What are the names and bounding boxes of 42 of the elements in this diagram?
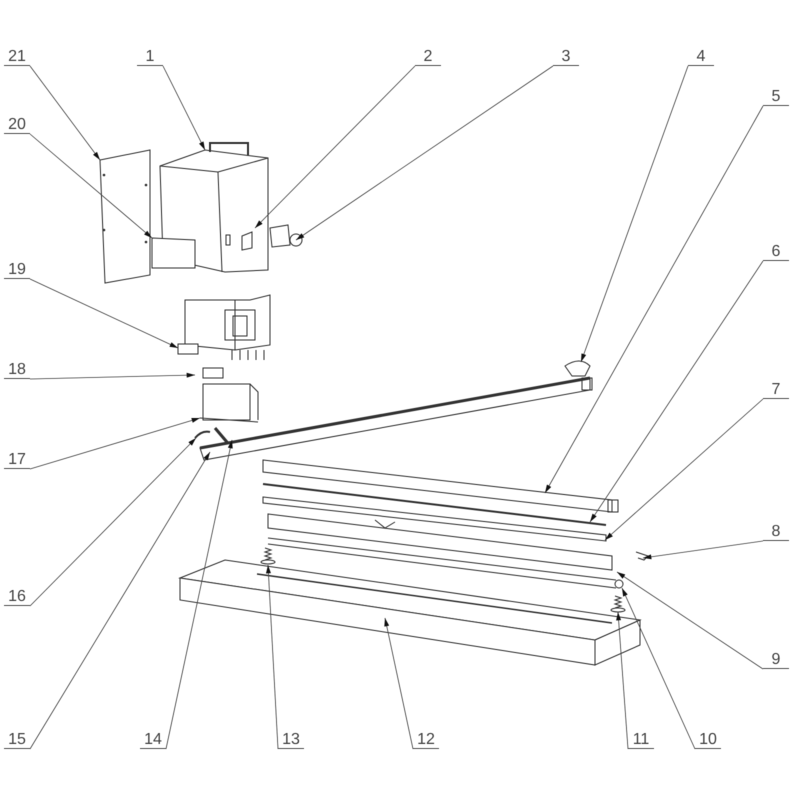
callout-number: 7: [763, 381, 789, 399]
callout-number: 20: [4, 116, 30, 134]
callout-number: 16: [4, 588, 30, 606]
leader-line: [30, 278, 178, 348]
leader-line: [162, 66, 206, 150]
leader-line: [30, 134, 152, 238]
callout-number: 2: [415, 48, 441, 66]
leader-line: [30, 372, 196, 380]
callout-number: 4: [688, 48, 714, 66]
leader-line: [384, 618, 414, 750]
callout-number: 6: [763, 243, 789, 261]
leader-line: [296, 66, 554, 240]
leader-line: [30, 452, 210, 750]
callout-number: 5: [763, 88, 789, 106]
callout-number: 15: [4, 731, 30, 749]
callout-number: 3: [553, 48, 579, 66]
callout-number: 10: [695, 731, 721, 749]
callout-number: 19: [4, 261, 30, 279]
leader-line: [622, 588, 696, 750]
leader-line: [266, 564, 278, 750]
callout-number: 9: [763, 651, 789, 669]
callout-number: 1: [137, 48, 163, 66]
callout-number: 8: [763, 523, 789, 541]
leader-line: [544, 106, 764, 494]
leader-line: [642, 540, 764, 560]
callout-number: 21: [4, 48, 30, 66]
leader-line: [30, 438, 196, 606]
leader-line: [254, 66, 416, 228]
leader-line: [166, 440, 233, 750]
callout-number: 11: [628, 731, 654, 749]
callout-number: 17: [4, 451, 30, 469]
leader-line: [30, 418, 200, 470]
leader-line: [30, 66, 100, 160]
callout-number: 13: [278, 731, 304, 749]
leader-line: [616, 572, 764, 670]
leader-line: [590, 260, 764, 522]
callout-number: 14: [140, 731, 166, 749]
leader-line: [604, 398, 764, 540]
callout-number: 12: [413, 731, 439, 749]
leader-line: [616, 612, 628, 750]
callout-number: 18: [4, 361, 30, 379]
leader-line: [580, 66, 688, 362]
